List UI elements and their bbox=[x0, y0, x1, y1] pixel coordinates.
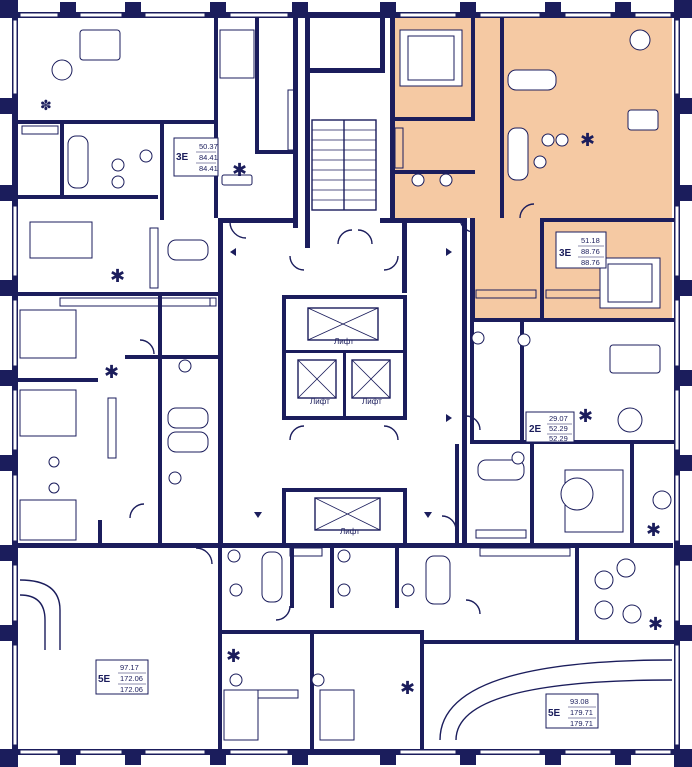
apartment-area-living: 97.17 bbox=[120, 663, 139, 672]
apartment-area-total: 84.41 bbox=[199, 153, 218, 162]
curved-stairs bbox=[19, 579, 673, 741]
lift-label: Лифт bbox=[334, 337, 354, 346]
apartment-code: 5E bbox=[98, 674, 111, 685]
svg-text:✱: ✱ bbox=[104, 362, 119, 382]
apartment-code: 2E bbox=[529, 424, 542, 435]
apartment-area-with-balcony: 84.41 bbox=[199, 164, 218, 173]
apartment-area-living: 93.08 bbox=[570, 697, 589, 706]
lift-label: Лифт bbox=[310, 397, 330, 406]
apartment-area-living: 29.07 bbox=[549, 414, 568, 423]
apartment-code: 3E bbox=[176, 152, 189, 163]
apartment-area-living: 51.18 bbox=[581, 236, 600, 245]
apartment-label-3e-right[interactable]: 3E 51.18 88.76 88.76 bbox=[555, 231, 607, 269]
svg-text:✽: ✽ bbox=[40, 97, 52, 113]
apartment-label-2e[interactable]: 2E 29.07 52.29 52.29 bbox=[525, 411, 575, 443]
svg-text:✱: ✱ bbox=[580, 130, 595, 150]
dining-tables bbox=[48, 29, 672, 624]
apartment-code: 3E bbox=[559, 248, 572, 259]
svg-text:✱: ✱ bbox=[578, 406, 593, 426]
apartment-area-with-balcony: 172.06 bbox=[120, 685, 143, 694]
svg-text:✱: ✱ bbox=[110, 266, 125, 286]
beds bbox=[19, 29, 661, 741]
lift-label: Лифт bbox=[362, 397, 382, 406]
apartment-code: 5E bbox=[548, 708, 561, 719]
apartment-area-with-balcony: 52.29 bbox=[549, 434, 568, 443]
svg-text:✱: ✱ bbox=[648, 614, 663, 634]
lift-label: Лифт bbox=[340, 527, 360, 536]
wardrobes bbox=[21, 89, 607, 699]
plants: ✱ ✱ ✱ ✱ ✱ ✱ ✱ ✱ ✱ ✽ bbox=[40, 97, 663, 698]
apartment-label-5e-right[interactable]: 5E 93.08 179.71 179.71 bbox=[545, 693, 599, 729]
elevators bbox=[297, 307, 391, 531]
bathroom-fixtures bbox=[67, 69, 569, 687]
apartment-area-with-balcony: 179.71 bbox=[570, 719, 593, 728]
apartment-area-total: 52.29 bbox=[549, 424, 568, 433]
windows bbox=[12, 12, 680, 755]
svg-text:✱: ✱ bbox=[226, 646, 241, 666]
apartment-area-with-balcony: 88.76 bbox=[581, 258, 600, 267]
svg-text:✱: ✱ bbox=[400, 678, 415, 698]
apartment-label-5e-left[interactable]: 5E 97.17 172.06 172.06 bbox=[95, 659, 149, 695]
staircase bbox=[311, 119, 377, 211]
lift-labels: Лифт Лифт Лифт Лифт bbox=[310, 337, 382, 536]
apartment-label-3e-left[interactable]: 3E 50.37 84.41 84.41 bbox=[173, 137, 219, 177]
svg-text:✱: ✱ bbox=[646, 520, 661, 540]
apartment-area-total: 172.06 bbox=[120, 674, 143, 683]
svg-text:✱: ✱ bbox=[232, 160, 247, 180]
apartment-area-total: 179.71 bbox=[570, 708, 593, 717]
interior-walls bbox=[18, 18, 674, 750]
entrance-arrows bbox=[230, 248, 452, 518]
apartment-area-total: 88.76 bbox=[581, 247, 600, 256]
apartment-area-living: 50.37 bbox=[199, 142, 218, 151]
door-swings bbox=[129, 203, 535, 621]
